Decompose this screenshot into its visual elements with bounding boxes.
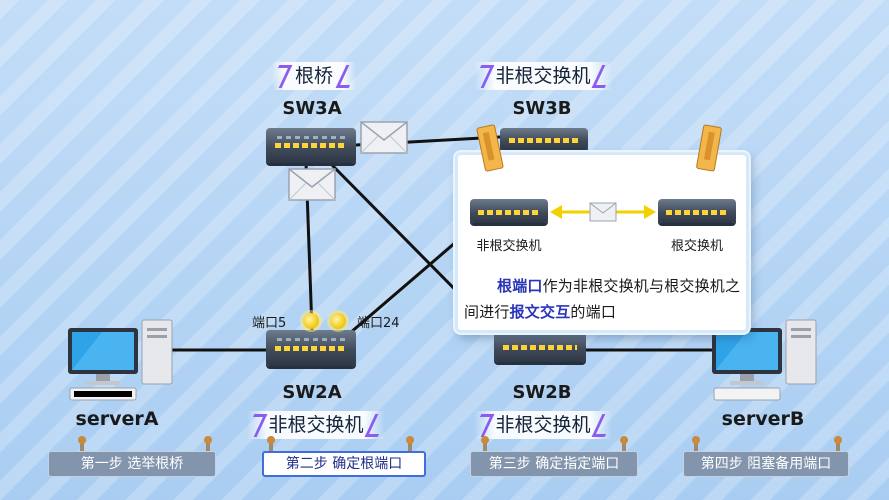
- step-post: [78, 436, 86, 454]
- clip-icon: [696, 124, 722, 172]
- card-switch-nonroot-icon: [470, 199, 548, 223]
- root-port-info-card: 非根交换机 根交换机 根端口作为非根交换机与根交换机之间进行报文交互的端口: [455, 152, 749, 333]
- port-5-label: 端口5: [252, 316, 287, 331]
- highlight-message-exchange: 报文交互: [509, 303, 571, 321]
- step-2-button[interactable]: 第二步 确定根端口: [262, 451, 426, 477]
- host-name-servera: serverA: [75, 408, 159, 430]
- step-post: [481, 436, 489, 454]
- card-desc-text-2: 的端口: [570, 303, 617, 321]
- card-description: 根端口作为非根交换机与根交换机之间进行报文交互的端口: [464, 273, 746, 325]
- highlight-root-port: 根端口: [497, 277, 543, 295]
- card-switch-root-icon: [658, 199, 736, 223]
- role-tag-sw2b: 非根交换机: [474, 411, 612, 439]
- step-post: [834, 436, 842, 454]
- port-5-indicator: [303, 313, 319, 329]
- step-post: [692, 436, 700, 454]
- switch-sw3a[interactable]: [266, 128, 356, 163]
- computer-icon-servera[interactable]: [64, 318, 176, 404]
- role-tag-sw3a: 根桥: [272, 62, 356, 90]
- card-label-nonroot: 非根交换机: [476, 239, 542, 254]
- link-sw2a-sw3b: [349, 228, 471, 335]
- clip-icon: [476, 124, 504, 172]
- port-24-label: 端口24: [357, 316, 400, 331]
- step-4-button[interactable]: 第四步 阻塞备用端口: [683, 451, 849, 477]
- card-label-root: 根交换机: [670, 239, 723, 254]
- computer-icon-serverb[interactable]: [708, 318, 820, 404]
- switch-sw3b[interactable]: [500, 128, 588, 150]
- step-post: [267, 436, 275, 454]
- host-name-serverb: serverB: [721, 408, 805, 430]
- bidirectional-arrow-icon: [550, 202, 656, 222]
- card-desc-text-1: 作为非根交换机与根交换机之间进行: [464, 277, 741, 321]
- step-post: [204, 436, 212, 454]
- message-envelope-icon: [288, 168, 336, 201]
- step-1-button[interactable]: 第一步 选举根桥: [48, 451, 216, 477]
- step-3-button[interactable]: 第三步 确定指定端口: [470, 451, 638, 477]
- switch-name-sw3b: SW3B: [512, 98, 572, 119]
- message-envelope-icon: [360, 121, 408, 154]
- switch-sw2b[interactable]: [494, 332, 586, 362]
- step-post: [406, 436, 414, 454]
- step-post: [620, 436, 628, 454]
- switch-sw2a[interactable]: [266, 330, 356, 366]
- switch-name-sw2b: SW2B: [512, 382, 572, 403]
- port-24-indicator: [330, 313, 346, 329]
- switch-name-sw3a: SW3A: [282, 98, 342, 119]
- switch-name-sw2a: SW2A: [282, 382, 342, 403]
- role-tag-sw2a: 非根交换机: [247, 411, 385, 439]
- role-tag-sw3b: 非根交换机: [474, 62, 612, 90]
